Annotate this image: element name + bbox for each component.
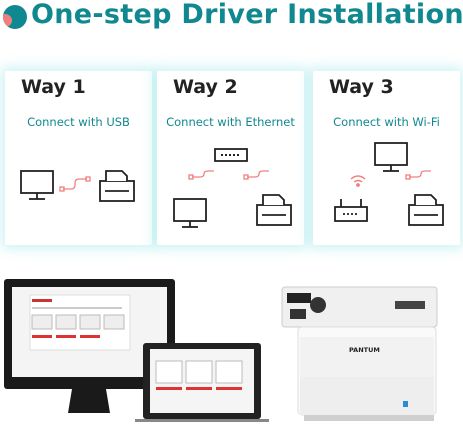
way-title: Way 1 bbox=[21, 76, 86, 98]
way-card-ethernet: Way 2 Connect with Ethernet bbox=[157, 71, 304, 245]
router-icon bbox=[334, 199, 368, 222]
laptop bbox=[135, 343, 269, 422]
router-switch-icon bbox=[214, 148, 248, 162]
ethernet-diagram bbox=[173, 148, 292, 228]
way-title: Way 2 bbox=[173, 76, 238, 98]
desktop-monitor bbox=[4, 279, 175, 413]
way-title: Way 3 bbox=[329, 76, 394, 98]
cable-icon bbox=[188, 170, 269, 180]
way-card-usb: Way 1 Connect with USB bbox=[5, 71, 152, 245]
cable-icon bbox=[405, 170, 431, 180]
brand-label: PANTUM bbox=[349, 346, 380, 354]
wifi-icon bbox=[350, 175, 366, 187]
laser-printer bbox=[281, 286, 438, 421]
monitor-icon bbox=[20, 170, 54, 200]
way-subtitle: Connect with Wi-Fi bbox=[333, 115, 440, 129]
printer-icon bbox=[99, 170, 135, 202]
printer-icon bbox=[408, 194, 444, 226]
cable-icon bbox=[59, 176, 91, 192]
wifi-diagram bbox=[334, 142, 444, 226]
monitor-icon bbox=[374, 142, 408, 172]
way-card-wifi: Way 3 Connect with Wi-Fi bbox=[313, 71, 460, 245]
way-subtitle: Connect with USB bbox=[27, 115, 130, 129]
way-subtitle: Connect with Ethernet bbox=[166, 115, 295, 129]
logo-dot-icon bbox=[3, 5, 27, 29]
header: One-step Driver Installation bbox=[0, 0, 463, 40]
page-title: One-step Driver Installation bbox=[31, 0, 463, 30]
monitor-icon bbox=[173, 198, 207, 228]
product-photo: PANTUM bbox=[0, 265, 463, 422]
usb-diagram bbox=[20, 170, 135, 202]
devices-illustration: PANTUM bbox=[4, 279, 438, 422]
printer-icon bbox=[256, 194, 292, 226]
connection-methods: Way 1 Connect with USB Way 2 Connect wit… bbox=[0, 40, 463, 265]
